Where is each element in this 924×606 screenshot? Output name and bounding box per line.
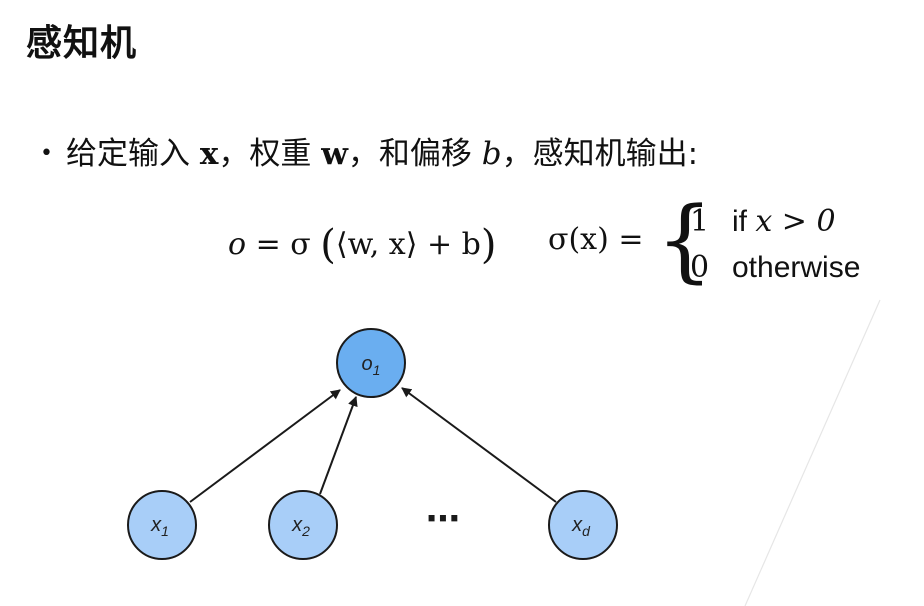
sigma-case-2: 0 otherwise [690,250,860,285]
sigma-case-1-cond: if x > 0 [732,204,836,239]
output-formula-open: ( [320,222,336,268]
bullet-var-b: b [481,136,502,172]
sigma-brace: { [656,188,714,293]
ellipsis: ⋯ [426,499,460,539]
output-formula-lhs: o [228,227,247,262]
bullet-text-2: ，权重 [218,136,322,172]
output-formula-close: ) [480,222,497,268]
bullet-text-1: 给定输入 [66,136,200,172]
bullet-var-x: x [199,136,219,172]
bullet-var-w: w [321,136,348,172]
bullet-text-3: ，和偏移 [347,136,482,172]
output-node: o1 [336,328,406,398]
sigma-case-1-cond-word: if [732,205,756,238]
output-formula: o = σ (⟨w, x⟩ + b) [228,222,496,268]
output-node-label: o1 [362,353,381,378]
input-node-x1: x1 [127,490,197,560]
sigma-case-1-value: 1 [690,204,710,239]
sigma-case-2-cond: otherwise [732,251,861,284]
sigma-formula-lhs: σ(x) = [548,222,644,257]
input-node-x1-circle [127,490,197,560]
input-node-x2-label: x2 [291,514,310,539]
bullet-text-4: ，感知机输出: [501,136,699,172]
input-node-x2: x2 [268,490,338,560]
slide-title: 感知机 [26,23,138,64]
sigma-case-1-cond-math: x > 0 [755,204,836,239]
output-formula-eq: = σ [246,227,321,262]
sigma-case-1: 1 if x > 0 [690,204,836,239]
input-node-x2-circle [268,490,338,560]
edge-x1-o1 [189,389,341,503]
edge-xd-o1 [401,387,557,503]
sigma-case-2-value: 0 [690,250,710,285]
input-node-xd: xd [548,490,618,560]
input-node-xd-circle [548,490,618,560]
bullet-line: • 给定输入 x，权重 w，和偏移 b，感知机输出: [40,134,698,174]
edge-x2-o1 [319,396,358,495]
decorative-line [744,299,881,606]
output-node-circle [336,328,406,398]
input-node-xd-label: xd [571,514,591,539]
output-formula-inner: ⟨w, x⟩ + b [335,227,481,262]
bullet-dot: • [40,141,53,166]
input-node-x1-label: x1 [150,514,169,539]
